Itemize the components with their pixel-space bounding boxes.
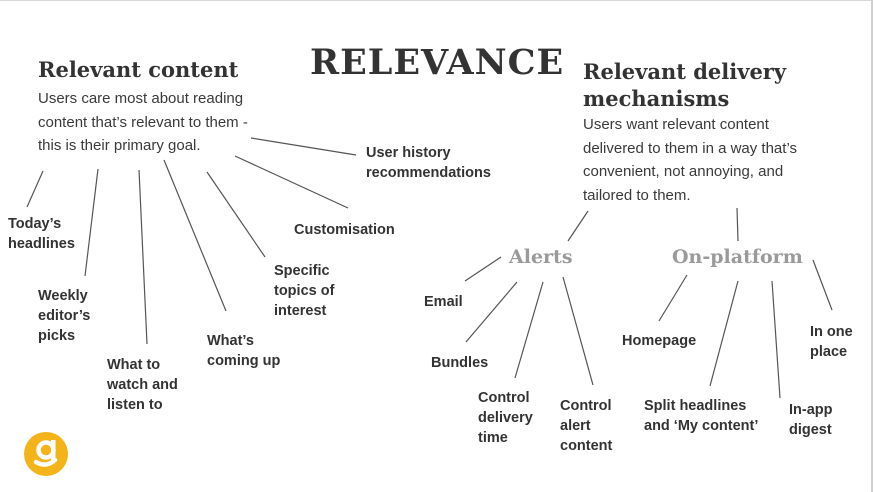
connector-weekly-picks	[84, 168, 99, 277]
node-whats-coming-up: What’s coming up	[207, 333, 281, 369]
node-email: Email	[424, 294, 463, 310]
node-homepage: Homepage	[622, 333, 697, 349]
connector-to-alerts	[567, 210, 589, 242]
node-todays-headlines: Today’s headlines	[8, 216, 75, 252]
connector-user-history	[250, 137, 357, 156]
alerts-label: Alerts	[509, 246, 573, 268]
connector-split-headlines	[709, 280, 739, 387]
page-title: RELEVANCE	[310, 42, 565, 83]
relevant-content-description: Users care most about reading content th…	[38, 90, 248, 154]
relevant-content-heading: Relevant content	[38, 57, 239, 82]
node-what-to-watch: What to watch and listen to	[107, 357, 178, 413]
connector-customisation	[234, 155, 349, 209]
right-border	[871, 0, 873, 492]
connector-in-app-digest	[771, 280, 781, 399]
connector-what-to-watch	[138, 169, 148, 345]
top-border	[0, 0, 873, 1]
connector-whats-coming-up	[163, 159, 227, 312]
connector-control-alert	[562, 276, 594, 386]
delivery-heading: Relevant delivery mechanisms	[583, 59, 787, 111]
node-user-history: User history recommendations	[366, 145, 491, 181]
connector-todays-headlines	[26, 170, 44, 208]
connector-to-on-platform	[736, 207, 739, 242]
on-platform-label: On-platform	[672, 246, 803, 268]
connector-bundles	[465, 281, 518, 343]
node-weekly-editors-picks: Weekly editor’s picks	[38, 288, 91, 344]
delivery-description: Users want relevant content delivered to…	[583, 116, 798, 204]
node-control-delivery-time: Control delivery time	[478, 390, 533, 446]
connector-specific-topics	[206, 171, 266, 258]
connector-homepage	[658, 274, 688, 322]
node-control-alert-content: Control alert content	[560, 398, 613, 454]
connector-control-delivery	[514, 281, 544, 379]
node-split-headlines: Split headlines and ‘My content’	[644, 398, 759, 434]
connector-email	[464, 256, 502, 282]
node-in-app-digest: In-app digest	[789, 402, 833, 438]
node-bundles: Bundles	[431, 355, 489, 371]
node-specific-topics: Specific topics of interest	[274, 263, 335, 319]
node-customisation: Customisation	[294, 222, 395, 238]
node-in-one-place: In one place	[810, 324, 853, 360]
connector-in-one-place	[812, 259, 833, 311]
logo-icon	[24, 432, 68, 476]
